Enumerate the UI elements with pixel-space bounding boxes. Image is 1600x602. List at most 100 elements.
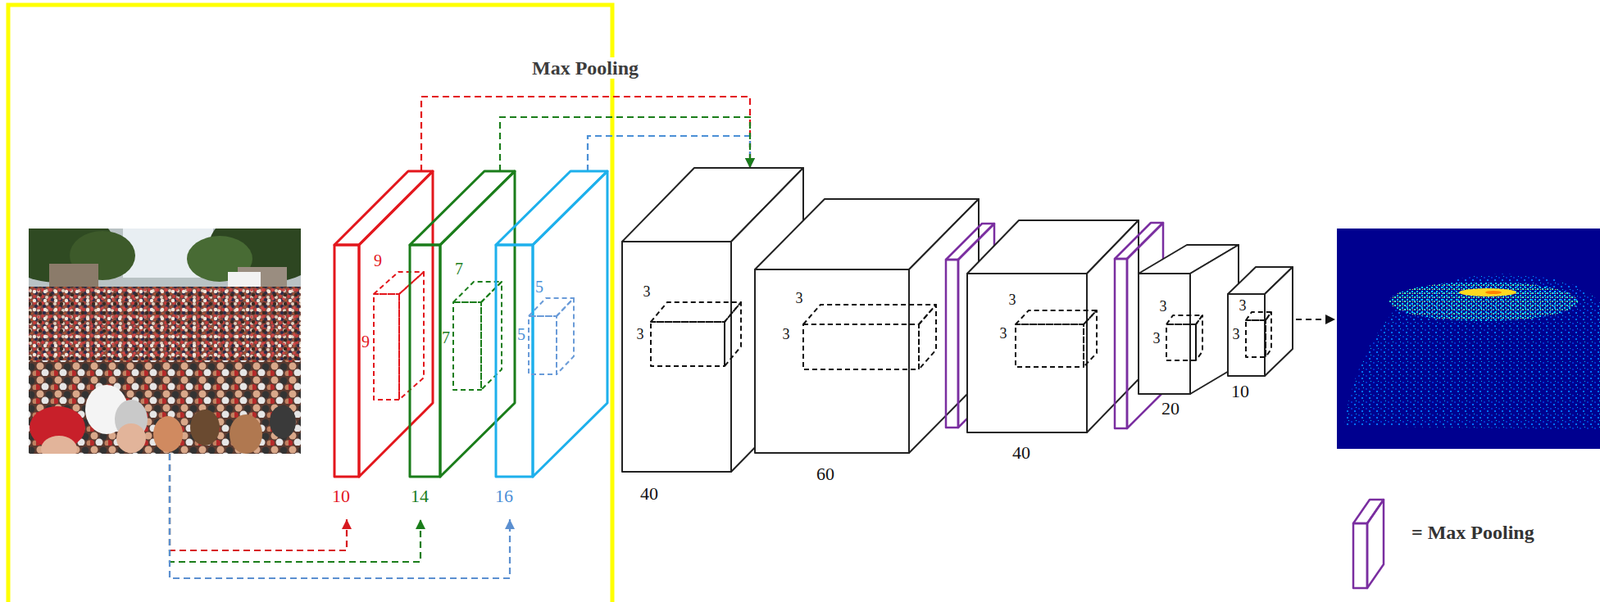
- layer-face: [495, 245, 533, 478]
- feature-slab-outline: [334, 171, 433, 478]
- channel-count: 16: [495, 487, 514, 506]
- layer-face: [1138, 245, 1239, 274]
- layer-face: [409, 245, 441, 478]
- channel-count: 40: [1012, 444, 1031, 463]
- layer-face: [495, 171, 608, 246]
- pooling-connector: [587, 136, 750, 172]
- layer-face: [532, 171, 608, 478]
- kernel-outline: [724, 302, 741, 367]
- kernel-outline: [453, 281, 502, 303]
- conv-layer-cube: 3340: [622, 168, 804, 473]
- kernel-outline: [399, 272, 424, 400]
- kernel-outline: [1166, 324, 1196, 361]
- channel-count: 10: [331, 487, 350, 506]
- kernel-size: 9: [373, 252, 382, 269]
- legend-text: = Max Pooling: [1411, 522, 1535, 543]
- layer-face: [1227, 267, 1293, 295]
- conv-layer-cube: 3310: [1227, 267, 1293, 377]
- input-arrows: [169, 454, 510, 579]
- kernel-size: 9: [361, 333, 370, 350]
- conv-layer-cube-outline: [754, 199, 979, 454]
- layer-face: [754, 269, 910, 454]
- layer-face: [1264, 267, 1293, 377]
- layer-face: [334, 245, 360, 478]
- layer-face: [622, 241, 732, 473]
- conv-layer-cube: 3320: [1138, 245, 1239, 395]
- kernel-outline: [1166, 315, 1203, 325]
- kernel-outline: [1015, 310, 1097, 325]
- channel-count: 20: [1161, 400, 1180, 419]
- pooling-connector: [421, 96, 750, 172]
- layer-face: [967, 220, 1139, 274]
- layer-face: [334, 171, 433, 246]
- layer-face: [359, 171, 433, 478]
- channel-count: 60: [816, 465, 835, 484]
- layer-face: [1190, 245, 1239, 395]
- kernel-size: 3: [1239, 298, 1247, 314]
- feature-slab: 5516: [495, 171, 608, 478]
- channel-count: 10: [1231, 382, 1250, 401]
- conv-layer-cube-outline: [1138, 245, 1239, 395]
- conv-layer-cube: 3340: [967, 220, 1139, 433]
- kernel-outline: [453, 302, 482, 391]
- conv-layer-cube-outline: [622, 168, 804, 473]
- layer-face: [909, 199, 979, 454]
- kernel-size: 7: [454, 260, 464, 278]
- layer-face: [754, 199, 979, 270]
- kernel-outline: [528, 298, 574, 317]
- channel-count: 14: [410, 487, 429, 506]
- highlight-frame: [8, 4, 613, 602]
- section-label: Max Pooling: [529, 57, 641, 79]
- kernel-outline: [918, 304, 937, 370]
- kernel-size: 3: [636, 327, 645, 342]
- kernel-outline: [556, 298, 574, 375]
- pooling-connector: [500, 117, 750, 172]
- layer-face: [440, 171, 515, 478]
- kernel-outline: [1083, 310, 1097, 368]
- kernel-size: 3: [795, 290, 804, 306]
- kernel-outline: [650, 322, 725, 367]
- kernel-outline: [373, 272, 424, 295]
- kernel-outline: [373, 294, 400, 400]
- layer-face: [1138, 273, 1191, 395]
- kernel-outline: [481, 281, 502, 391]
- kernel-size: 7: [441, 329, 450, 346]
- kernel-size: 3: [1009, 292, 1017, 308]
- kernel-size: 3: [643, 284, 651, 300]
- feature-slab-outline: [495, 171, 608, 478]
- kernel-outline: [528, 316, 557, 375]
- layer-face: [731, 168, 804, 473]
- layer-face: [1227, 294, 1265, 377]
- kernel-size: 5: [535, 278, 544, 296]
- kernel-size: 3: [1232, 327, 1241, 342]
- feature-slab: 7714: [409, 171, 515, 478]
- output-arrow: [1295, 318, 1336, 321]
- kernel-outline: [803, 304, 937, 325]
- layer-face: [622, 168, 804, 242]
- layer-face: [1086, 220, 1139, 433]
- kernel-outline: [1265, 312, 1272, 358]
- conv-layer-cube-outline: [967, 220, 1139, 433]
- kernel-outline: [803, 324, 919, 370]
- conv-layer-cube-outline: [1227, 267, 1293, 377]
- channel-count: 40: [640, 485, 659, 504]
- layer-face: [409, 171, 515, 246]
- kernel-size: 3: [1159, 299, 1168, 314]
- kernel-outline: [650, 302, 741, 323]
- kernel-size: 3: [1153, 331, 1161, 346]
- kernel-outline: [1195, 315, 1203, 361]
- feature-slab: 9910: [334, 171, 433, 478]
- kernel-outline: [1015, 324, 1084, 368]
- kernel-size: 5: [517, 326, 526, 343]
- crowd-photo: [28, 228, 301, 455]
- kernel-outline: [1245, 320, 1266, 358]
- density-heatmap: [1336, 228, 1600, 450]
- kernel-size: 3: [782, 327, 791, 342]
- feature-slab-outline: [409, 171, 515, 478]
- legend-pool-symbol: [1353, 500, 1384, 589]
